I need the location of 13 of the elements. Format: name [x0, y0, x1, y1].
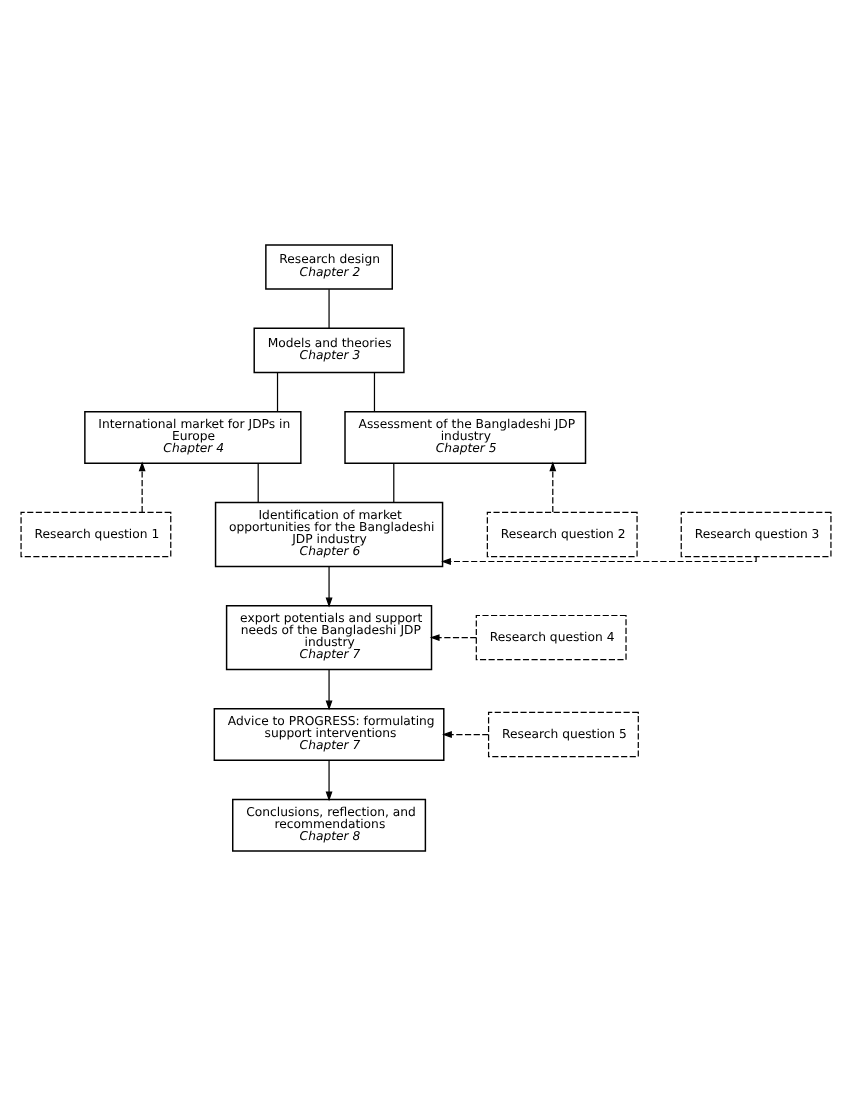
arrow: [325, 564, 333, 607]
arrow: [429, 633, 477, 640]
arrow: [549, 460, 557, 512]
connector: [276, 371, 279, 412]
arrow: [442, 730, 489, 737]
arrow: [138, 460, 146, 512]
connector: [328, 287, 330, 328]
arrow: [325, 758, 333, 801]
connector: [373, 371, 376, 412]
connector: [257, 461, 259, 503]
arrow: [441, 555, 757, 564]
arrow: [325, 668, 333, 710]
connector: [393, 461, 395, 503]
